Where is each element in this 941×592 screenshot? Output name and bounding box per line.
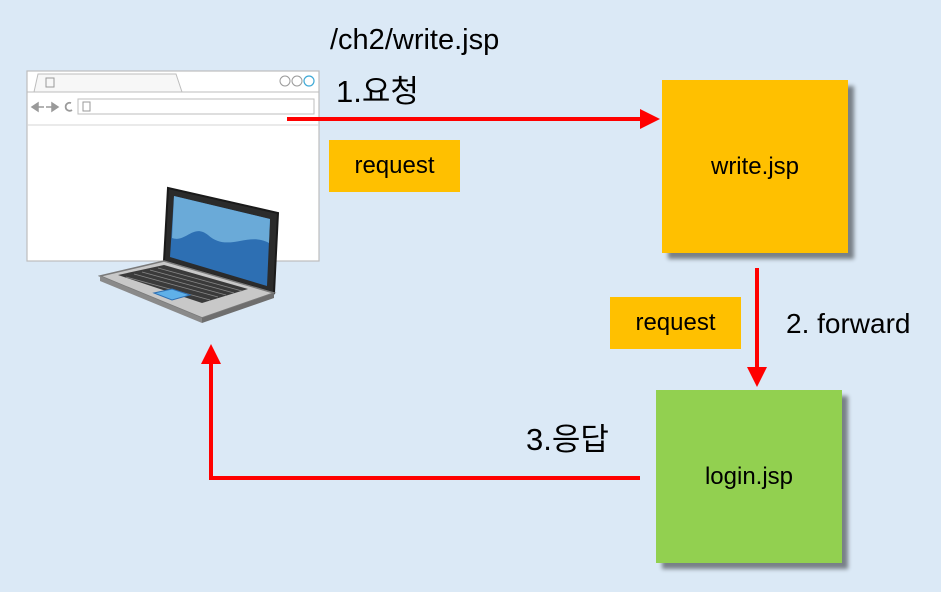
- step-forward-label: 2. forward: [786, 308, 911, 339]
- login-jsp-node: login.jsp: [656, 390, 842, 563]
- response-arrow: [201, 344, 640, 480]
- step-request-label: 1.요청: [336, 74, 419, 109]
- request-badge-forward: request: [610, 297, 741, 349]
- login-jsp-label: login.jsp: [704, 462, 794, 490]
- write-jsp-node: write.jsp: [662, 80, 848, 253]
- laptop-icon: [98, 186, 280, 323]
- write-jsp-label: write.jsp: [710, 152, 800, 180]
- request-url-label: /ch2/write.jsp: [330, 24, 500, 56]
- step-response-label: 3.응답: [526, 422, 609, 457]
- request-badge-top: request: [329, 140, 460, 192]
